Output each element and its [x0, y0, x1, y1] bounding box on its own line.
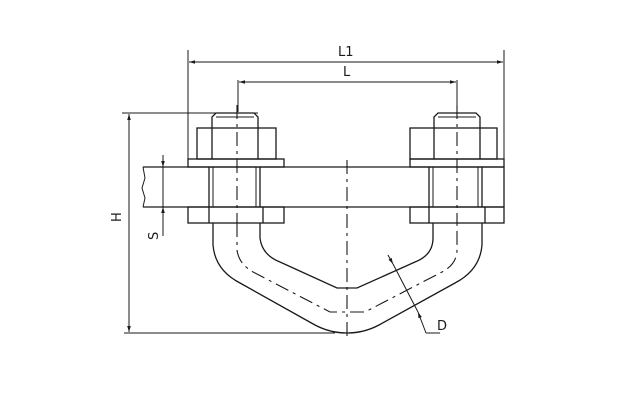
label-d: D	[437, 319, 447, 334]
plate	[141, 166, 505, 208]
dimension-l: L	[237, 65, 458, 112]
left-nut-assembly	[187, 105, 285, 224]
dimension-s: S	[147, 155, 165, 240]
right-nut-assembly	[409, 105, 505, 224]
label-s: S	[147, 232, 162, 240]
label-l: L	[343, 65, 351, 80]
dimension-d: D	[387, 254, 447, 334]
dimension-l1: L1	[187, 45, 505, 167]
u-bolt	[212, 160, 483, 340]
label-h: H	[110, 212, 125, 222]
label-l1: L1	[338, 45, 354, 60]
